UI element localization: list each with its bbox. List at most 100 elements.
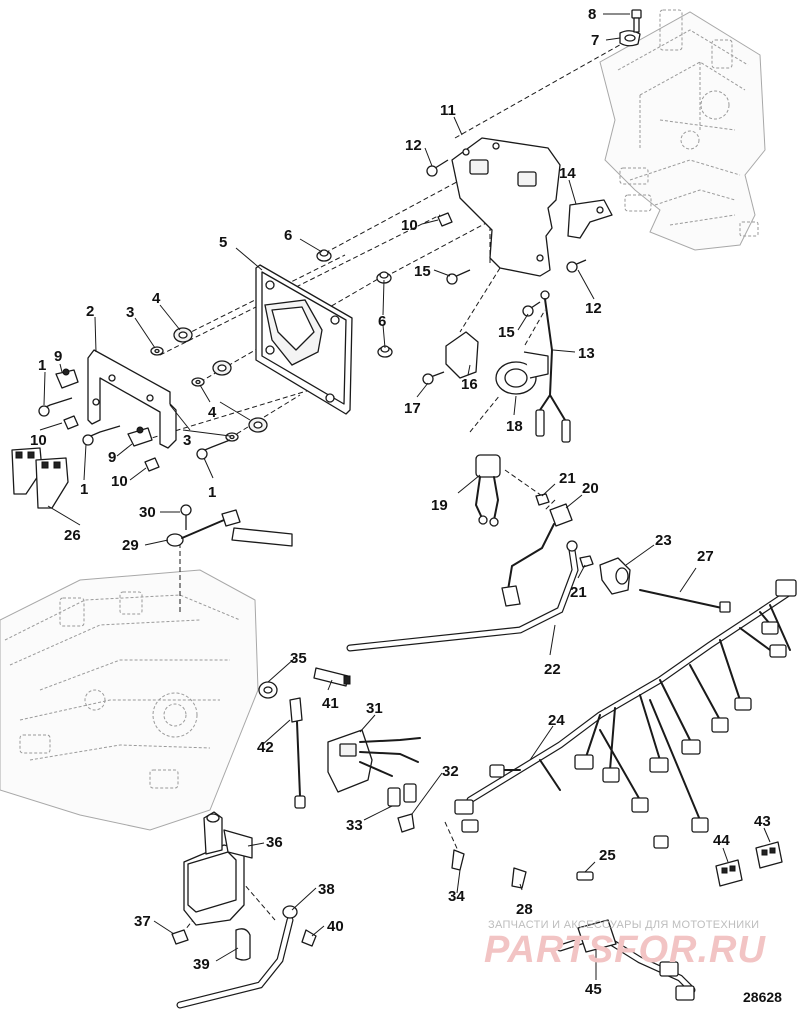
callout-35: 35: [290, 650, 307, 667]
callout-labels: 8 7 11 12 14 10 6 5 15 12 15 6 13 4 3 2 …: [30, 6, 771, 998]
callout-38: 38: [318, 881, 335, 898]
callout-41: 41: [322, 695, 339, 712]
bolt-8: [631, 9, 642, 33]
battery-cable-22: [346, 540, 579, 652]
callout-10: 10: [111, 473, 128, 490]
watermark-logo: PARTSFOR.RU: [484, 929, 766, 971]
callout-22: 22: [544, 661, 561, 678]
sensor-19: [474, 454, 501, 527]
callout-7: 7: [591, 32, 599, 49]
cable-38: [176, 905, 298, 1009]
callout-4: 4: [208, 404, 217, 421]
cable-tie-27: [639, 589, 731, 613]
callout-25: 25: [599, 847, 616, 864]
bolt-1: [38, 397, 231, 460]
callout-29: 29: [122, 537, 139, 554]
callout-15: 15: [498, 324, 515, 341]
callout-34: 34: [448, 888, 465, 905]
callout-13: 13: [578, 345, 595, 362]
bolt-17: [422, 371, 445, 385]
harness-45: [556, 919, 696, 1001]
callout-1: 1: [38, 357, 46, 374]
ecm-bracket-2: [87, 349, 177, 449]
callout-24: 24: [548, 712, 565, 729]
clip-7: [619, 30, 641, 47]
ecm-module: [255, 264, 353, 415]
washer-3: [150, 346, 239, 442]
watermark: ЗАПЧАСТИ И АКСЕССУАРЫ ДЛЯ МОТОТЕХНИКИ PA…: [484, 919, 766, 971]
plug-28: [511, 867, 527, 889]
callout-12: 12: [585, 300, 602, 317]
callout-39: 39: [193, 956, 210, 973]
callout-27: 27: [697, 548, 714, 565]
callout-1: 1: [208, 484, 216, 501]
nut-21: [535, 493, 594, 568]
sensor-35: [258, 681, 278, 699]
callout-23: 23: [655, 532, 672, 549]
engine-block-upper-ghost: [599, 9, 766, 251]
callout-8: 8: [588, 6, 596, 23]
callout-45: 45: [585, 981, 602, 998]
connector-44: [715, 859, 743, 887]
sensor-probe-13: [535, 290, 571, 443]
callout-9: 9: [108, 449, 116, 466]
callout-30: 30: [139, 504, 156, 521]
starter-motor-36: [183, 811, 253, 926]
callout-37: 37: [134, 913, 151, 930]
callout-6: 6: [284, 227, 292, 244]
clamp-39: [235, 928, 251, 961]
callout-42: 42: [257, 739, 274, 756]
connector-cover-26: [11, 447, 69, 509]
callout-5: 5: [219, 234, 227, 251]
callout-40: 40: [327, 918, 344, 935]
ground-strap-29: [166, 509, 293, 547]
bolt-15: [446, 269, 541, 317]
fuse-25: [576, 871, 594, 881]
callout-12: 12: [405, 137, 422, 154]
nut-10: [63, 212, 453, 472]
callout-33: 33: [346, 817, 363, 834]
bolt-30: [180, 504, 192, 530]
callout-26: 26: [64, 527, 81, 544]
boot-23: [599, 557, 631, 595]
callout-3: 3: [126, 304, 134, 321]
callout-28: 28: [516, 901, 533, 918]
callout-44: 44: [713, 832, 730, 849]
callout-19: 19: [431, 497, 448, 514]
ecm-mounting-plate: [451, 137, 561, 277]
leader-lines: [39, 13, 771, 980]
clip-32: [397, 813, 415, 833]
callout-10: 10: [401, 217, 418, 234]
regulator-33: [387, 783, 417, 807]
callout-21: 21: [559, 470, 576, 487]
diagram-reference-number: 28628: [743, 989, 782, 1005]
spark-plug-41: [313, 667, 351, 687]
watermark-tagline: ЗАПЧАСТИ И АКСЕССУАРЫ ДЛЯ МОТОТЕХНИКИ: [488, 919, 759, 931]
callout-20: 20: [582, 480, 599, 497]
callout-10: 10: [30, 432, 47, 449]
callout-14: 14: [559, 165, 576, 182]
callout-15: 15: [414, 263, 431, 280]
callout-31: 31: [366, 700, 383, 717]
callout-32: 32: [442, 763, 459, 780]
callout-1: 1: [80, 481, 88, 498]
callout-6: 6: [378, 313, 386, 330]
callout-43: 43: [754, 813, 771, 830]
mount-18: [495, 351, 549, 395]
bolt-12: [426, 159, 587, 273]
callout-9: 9: [54, 348, 62, 365]
callout-36: 36: [266, 834, 283, 851]
wire-harness-24: [454, 579, 797, 849]
clip-9: [55, 368, 153, 447]
connector-43: [755, 841, 783, 869]
callout-21: 21: [570, 584, 587, 601]
bolt-34: [451, 849, 465, 871]
callout-2: 2: [86, 303, 94, 320]
bracket-14: [567, 199, 613, 239]
callout-16: 16: [461, 376, 478, 393]
callout-18: 18: [506, 418, 523, 435]
bracket-16: [445, 331, 479, 379]
callout-4: 4: [152, 290, 161, 307]
callout-11: 11: [440, 102, 456, 119]
